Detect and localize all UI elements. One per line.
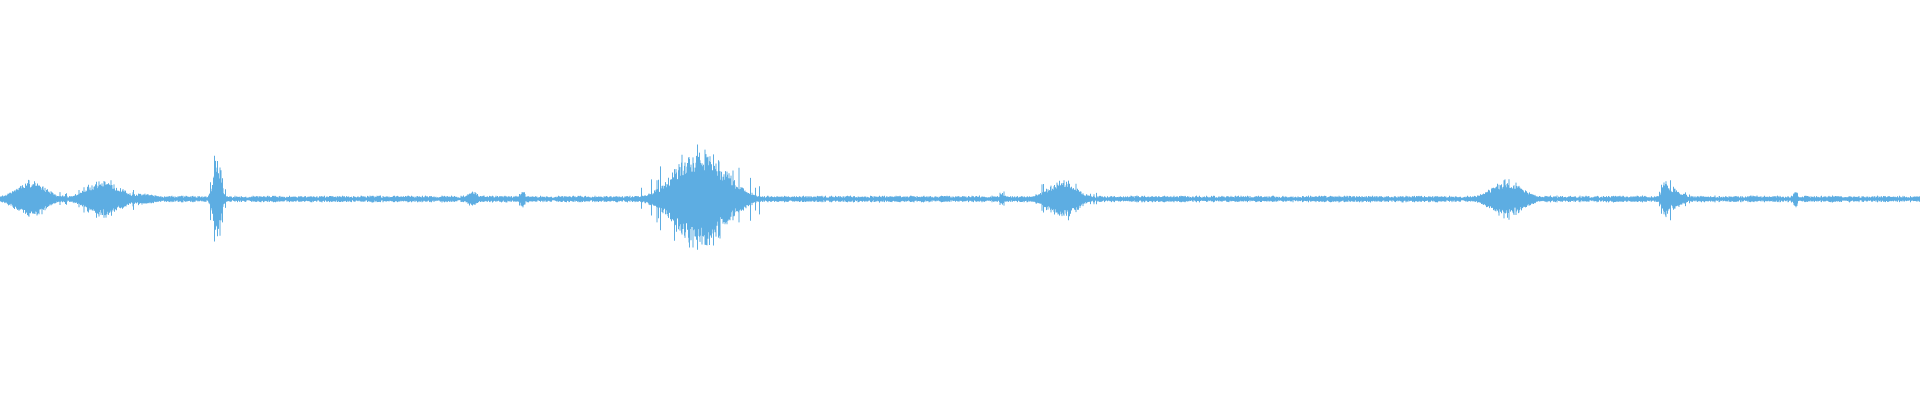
waveform-trace [0,144,1920,250]
